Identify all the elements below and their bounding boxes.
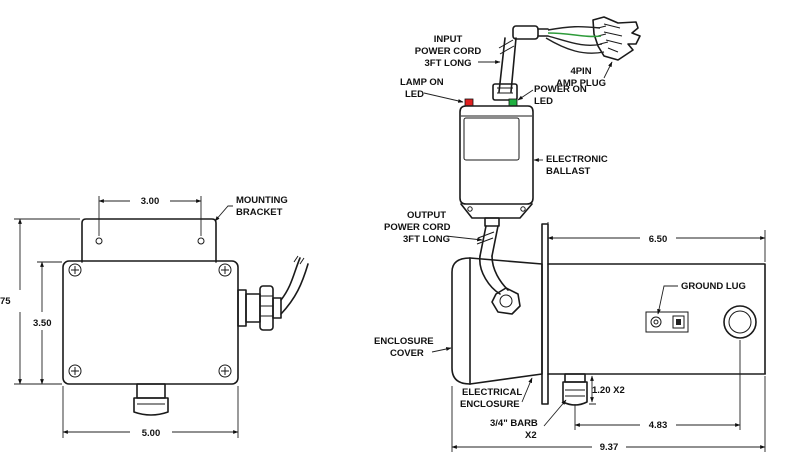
label-ballast: BALLAST bbox=[546, 166, 591, 177]
junction-box-body bbox=[62, 260, 239, 385]
cable-gland bbox=[237, 285, 282, 331]
label-barb-x2: X2 bbox=[525, 430, 537, 441]
bracket-hole-right bbox=[197, 237, 205, 245]
label-cover: COVER bbox=[390, 348, 424, 359]
uv-chamber-view: GROUND LUG ENCLOSURE COVER ELECTRICAL EN… bbox=[374, 222, 766, 453]
strain-relief bbox=[492, 83, 518, 101]
ground-lug-icon bbox=[645, 311, 689, 333]
label-electrical: ELECTRICAL bbox=[462, 387, 522, 398]
electrical-enclosure bbox=[469, 257, 543, 385]
junction-box-view: 3.00 MOUNTING BRACKET 75 3.50 5.00 bbox=[0, 195, 309, 439]
break-mark bbox=[498, 39, 515, 55]
barb-fitting bbox=[133, 383, 169, 416]
dim-overall-length: 9.37 bbox=[600, 442, 619, 453]
label-output-power-cord: POWER CORD bbox=[384, 222, 451, 233]
label-4pin: 4PIN bbox=[570, 66, 591, 77]
dim-bracket-spacing: 3.00 bbox=[141, 196, 160, 207]
label-ground-lug: GROUND LUG bbox=[681, 281, 746, 292]
green-wire bbox=[547, 32, 602, 38]
label-amp-plug: AMP PLUG bbox=[556, 78, 606, 89]
label-lamp-on: LAMP ON bbox=[400, 77, 444, 88]
dim-barb-spacing: 4.83 bbox=[649, 420, 668, 431]
bracket-hole-left bbox=[95, 237, 103, 245]
cord bbox=[280, 257, 301, 301]
ballast-assembly: INPUT POWER CORD 3FT LONG 4PIN AMP PLUG … bbox=[384, 16, 641, 257]
label-led: LED bbox=[405, 89, 424, 100]
corner-screw-icon bbox=[68, 263, 232, 378]
label-mounting: MOUNTING bbox=[236, 195, 288, 206]
tube-barb-fitting bbox=[562, 373, 588, 406]
lamp-end-cap bbox=[723, 305, 757, 339]
label-electronic: ELECTRONIC bbox=[546, 154, 608, 165]
label-output-3ft: 3FT LONG bbox=[403, 234, 450, 245]
break-mark bbox=[476, 231, 495, 245]
dim-barb-height: 1.20 X2 bbox=[592, 385, 625, 396]
label-electrical-enclosure: ENCLOSURE bbox=[460, 399, 520, 410]
dim-box-height-inner: 3.50 bbox=[33, 318, 52, 329]
label-input: INPUT bbox=[434, 34, 463, 45]
ballast-label-plate bbox=[463, 117, 520, 161]
label-enclosure: ENCLOSURE bbox=[374, 336, 434, 347]
dim-box-width: 5.00 bbox=[142, 428, 161, 439]
input-cord bbox=[498, 37, 517, 93]
label-bracket: BRACKET bbox=[236, 207, 283, 218]
enclosure-gland bbox=[491, 287, 521, 315]
label-power-cord: POWER CORD bbox=[415, 46, 482, 57]
label-barb: 3/4" BARB bbox=[490, 418, 538, 429]
lamp-led-icon bbox=[464, 98, 474, 107]
electronic-ballast bbox=[459, 105, 534, 205]
label-power-on: POWER ON bbox=[534, 84, 587, 95]
output-strain-relief bbox=[484, 217, 500, 227]
amp-plug-icon bbox=[512, 16, 641, 61]
mounting-plate bbox=[541, 223, 549, 405]
label-led: LED bbox=[534, 96, 553, 107]
power-led-icon bbox=[508, 98, 518, 107]
dim-box-height-outer: 75 bbox=[0, 296, 11, 307]
dim-tube-length: 6.50 bbox=[649, 234, 668, 245]
enclosure-cover bbox=[451, 257, 471, 385]
break-mark bbox=[293, 255, 305, 265]
label-output: OUTPUT bbox=[407, 210, 446, 221]
output-cord bbox=[479, 225, 499, 257]
label-3ft-long: 3FT LONG bbox=[425, 58, 472, 69]
